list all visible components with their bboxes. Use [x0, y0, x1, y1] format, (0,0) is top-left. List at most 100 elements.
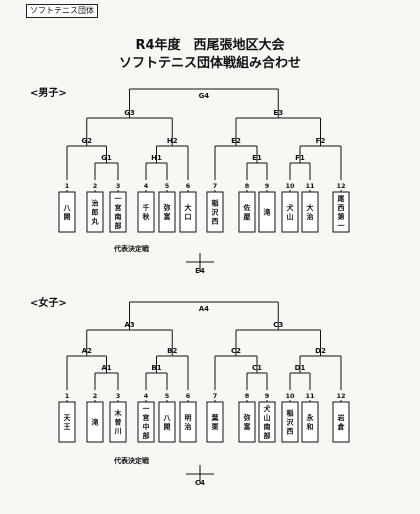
girls-team-box-2: [86, 401, 104, 443]
girls-team-name-9: 犬: [264, 404, 272, 413]
page-title: R4年度 西尾張地区大会: [135, 38, 285, 53]
boys-team-box-2: [86, 191, 104, 233]
girls-team-number-11: 11: [305, 392, 315, 400]
boys-team-name-3: 南: [115, 212, 122, 221]
girls-team-name-6: 明: [185, 413, 192, 422]
girls-team-number-2: 2: [93, 392, 98, 400]
boys-team-name-2: 丸: [91, 217, 100, 226]
girls-team-name-5: 八: [163, 414, 172, 422]
boys-team-name-2: 治: [92, 199, 99, 208]
girls-team-box-1: [58, 401, 76, 443]
girls-team-box-12: [332, 401, 350, 443]
girls-team-name-3: 木: [114, 409, 123, 418]
girls-team-name-4: 宮: [143, 413, 150, 422]
girls-team-name-8: 弥: [244, 413, 251, 422]
girls-team-name-12: 倉: [337, 422, 346, 431]
boys-team-name-3: 宮: [115, 203, 122, 212]
girls-team-name-3: 曽: [115, 418, 122, 427]
girls-match-A4: A4: [199, 305, 209, 313]
boys-team-box-5: [158, 191, 176, 233]
girls-team-number-3: 3: [116, 392, 121, 400]
girls-team-number-1: 1: [65, 392, 70, 400]
boys-team-name-12: 西: [338, 204, 345, 212]
page-subtitle: ソフトテニス団体戦組み合わせ: [118, 56, 301, 71]
boys-team-name-7: 稲: [212, 199, 219, 208]
boys-team-name-4: 千: [143, 203, 150, 212]
boys-team-box-3: [109, 191, 127, 233]
boys-team-name-2: 郎: [92, 208, 99, 217]
boys-team-name-6: 大: [185, 203, 192, 212]
boys-team-name-5: 富: [164, 212, 171, 221]
girls-team-name-4: 中: [143, 422, 150, 431]
boys-team-number-5: 5: [165, 182, 170, 190]
boys-team-box-6: [179, 191, 197, 233]
boys-team-number-2: 2: [93, 182, 98, 190]
girls-team-name-9: 部: [264, 431, 271, 440]
girls-team-name-1: 王: [64, 423, 71, 431]
boys-section-label: <男子>: [30, 88, 67, 99]
boys-team-number-1: 1: [65, 182, 70, 190]
girls-representative-note: 代表決定戦: [114, 457, 149, 465]
boys-team-name-12: 第: [338, 212, 345, 221]
boys-team-name-8: 佐: [243, 203, 251, 212]
girls-team-number-8: 8: [245, 392, 250, 400]
boys-team-number-4: 4: [144, 182, 149, 190]
boys-team-box-7: [206, 191, 224, 233]
girls-team-name-6: 治: [185, 422, 192, 431]
girls-team-name-10: 稲: [287, 409, 294, 418]
boys-team-box-10: [281, 191, 299, 233]
boys-team-number-8: 8: [245, 182, 250, 190]
boys-team-number-9: 9: [265, 182, 270, 190]
boys-team-name-3: 一: [115, 195, 122, 203]
boys-team-box-12: [332, 191, 350, 233]
girls-team-name-12: 岩: [337, 413, 345, 422]
girls-team-name-4: 一: [143, 405, 150, 413]
girls-team-name-7: 葉: [211, 413, 220, 422]
girls-team-name-8: 富: [244, 422, 251, 431]
boys-team-number-10: 10: [285, 182, 295, 190]
boys-team-name-11: 大: [307, 203, 314, 212]
boys-team-name-7: 西: [212, 218, 219, 226]
boys-team-name-9: 滝: [264, 208, 271, 217]
boys-team-name-7: 沢: [212, 208, 220, 217]
girls-team-name-9: 山: [264, 413, 271, 422]
boys-team-box-9: [258, 191, 276, 233]
boys-team-number-11: 11: [305, 182, 315, 190]
girls-team-name-10: 西: [287, 428, 294, 436]
boys-team-name-12: 尾: [337, 194, 345, 203]
boys-team-name-10: 山: [287, 212, 294, 221]
boys-match-E4: E4: [195, 267, 205, 275]
girls-team-number-7: 7: [213, 392, 218, 400]
girls-team-box-9: [258, 401, 276, 443]
girls-team-box-6: [179, 401, 197, 443]
boys-team-box-11: [301, 191, 319, 233]
girls-team-number-10: 10: [285, 392, 295, 400]
girls-team-box-11: [301, 401, 319, 443]
girls-team-name-4: 部: [143, 431, 150, 440]
girls-team-box-5: [158, 401, 176, 443]
girls-team-number-9: 9: [265, 392, 270, 400]
boys-team-number-7: 7: [213, 182, 218, 190]
boys-team-name-11: 治: [307, 212, 314, 221]
girls-team-number-6: 6: [186, 392, 191, 400]
girls-team-number-4: 4: [144, 392, 149, 400]
girls-team-name-11: 永: [306, 413, 315, 422]
category-tag: ソフトテニス団体: [26, 4, 98, 18]
boys-team-name-12: 一: [338, 222, 345, 230]
girls-team-name-3: 川: [114, 428, 122, 436]
boys-match-G4: G4: [199, 92, 210, 100]
boys-representative-note: 代表決定戦: [114, 245, 149, 253]
boys-team-name-4: 秋: [143, 212, 151, 221]
boys-team-box-8: [238, 191, 256, 233]
girls-team-box-4: [137, 401, 155, 443]
boys-team-number-6: 6: [186, 182, 191, 190]
girls-team-name-2: 滝: [92, 418, 99, 427]
girls-team-name-11: 和: [306, 422, 314, 431]
girls-team-box-3: [109, 401, 127, 443]
boys-team-number-12: 12: [336, 182, 345, 190]
boys-team-box-4: [137, 191, 155, 233]
girls-team-box-10: [281, 401, 299, 443]
girls-team-box-7: [206, 401, 224, 443]
girls-team-name-9: 南: [264, 422, 271, 431]
